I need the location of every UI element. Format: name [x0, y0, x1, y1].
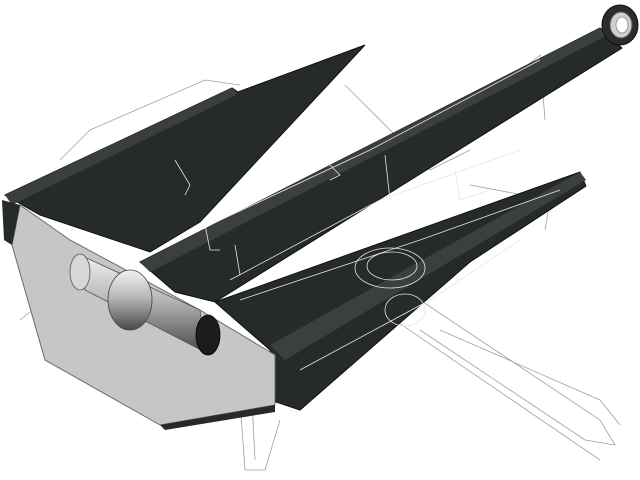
pivot-pin[interactable] — [69, 253, 221, 356]
shackle-ring[interactable] — [601, 4, 639, 46]
shank[interactable] — [139, 27, 623, 303]
wireframe-front — [174, 59, 561, 371]
upper-fluke[interactable] — [3, 44, 366, 253]
